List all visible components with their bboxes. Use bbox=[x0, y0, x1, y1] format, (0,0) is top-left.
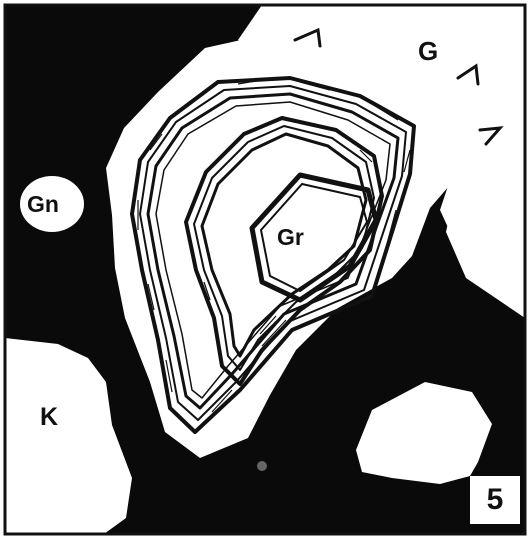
label-gr: Gr bbox=[277, 226, 304, 249]
label-gn: Gn bbox=[27, 193, 59, 216]
inclusion-speck bbox=[257, 461, 267, 471]
label-g: G bbox=[418, 38, 438, 64]
panel-number: 5 bbox=[470, 476, 520, 524]
label-k: K bbox=[40, 405, 58, 430]
